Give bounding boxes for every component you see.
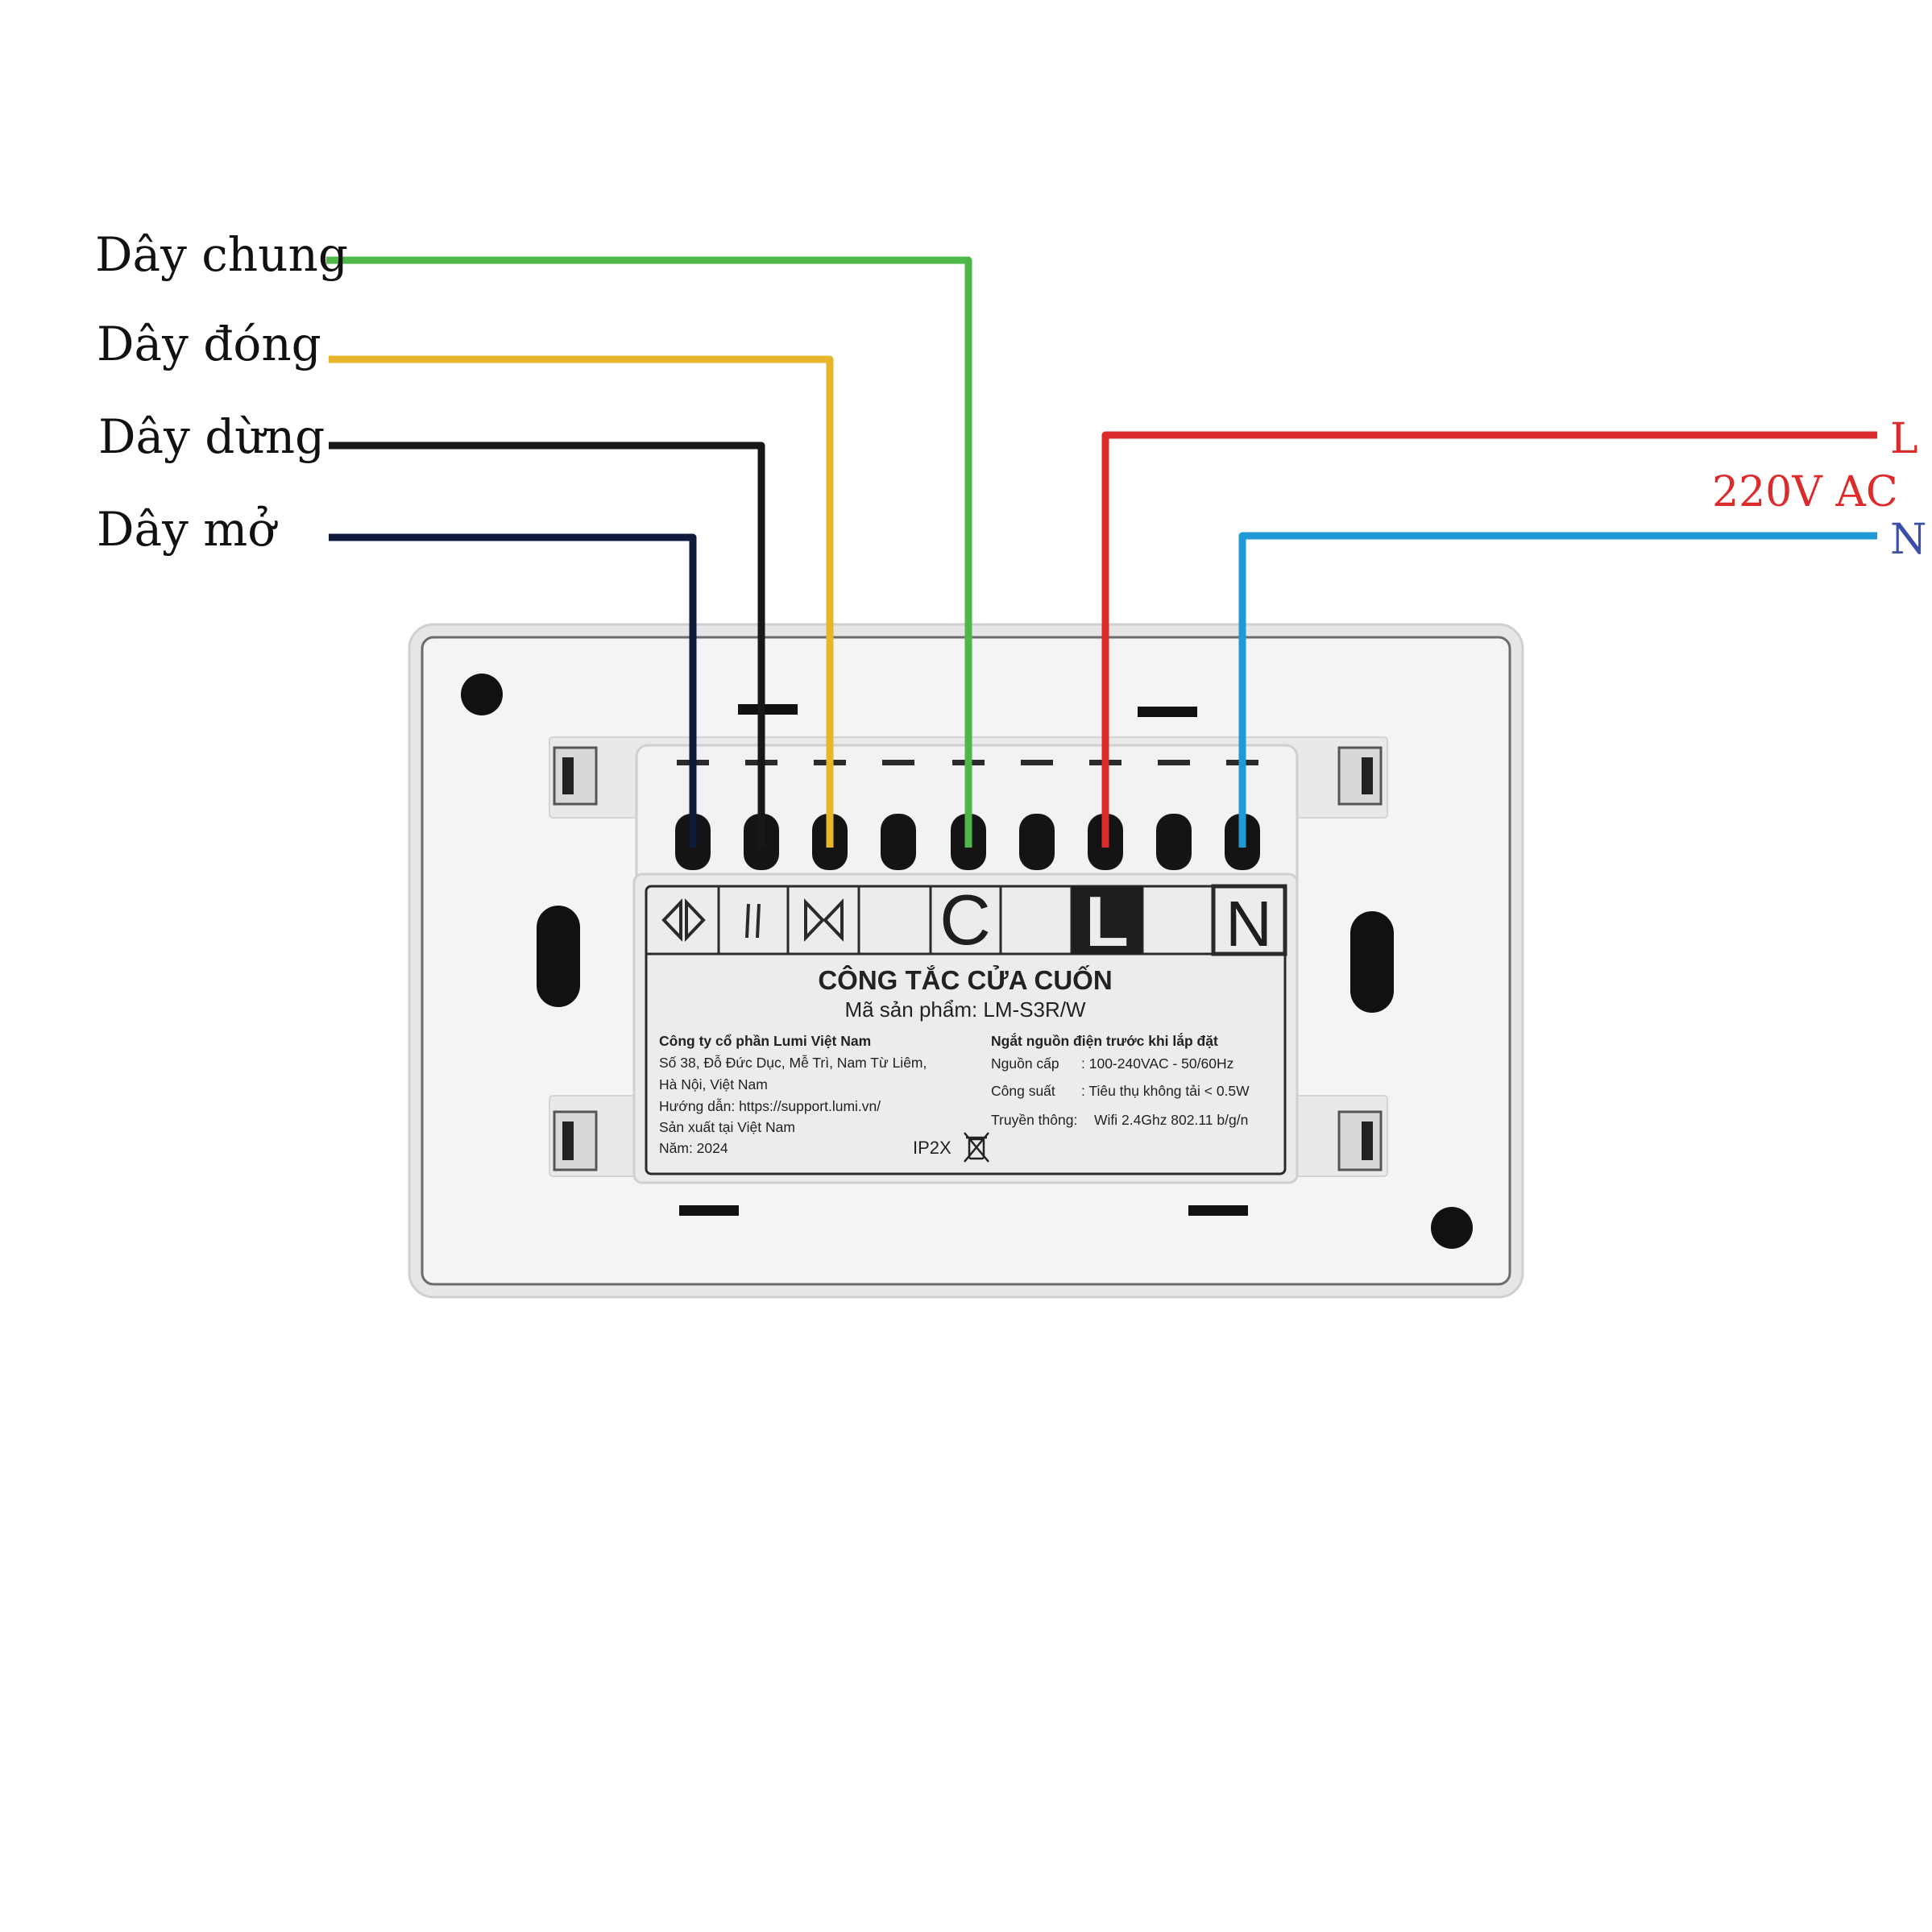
product-label: C L N CÔNG TẮC CỬA CUỐN Mã sản phẩm: LM-… bbox=[632, 873, 1299, 1184]
spec-power-value: : 100-240VAC - 50/60Hz bbox=[1081, 1055, 1233, 1072]
label-neutral-n: N bbox=[1890, 516, 1927, 564]
label-wire-close: Dây đóng bbox=[97, 317, 321, 371]
made-in: Sản xuất tại Việt Nam bbox=[659, 1119, 795, 1135]
wire-common bbox=[326, 256, 972, 848]
label-wire-stop: Dây dừng bbox=[98, 409, 325, 464]
wire-live bbox=[1101, 431, 1877, 848]
terminal-screw-slot bbox=[882, 760, 914, 765]
label-wire-common: Dây chung bbox=[95, 227, 348, 282]
crossed-bin-icon bbox=[964, 1132, 989, 1163]
ip-rating: IP2X bbox=[913, 1138, 951, 1158]
terminal-screw-slot bbox=[1158, 760, 1190, 765]
terminal-hole bbox=[881, 814, 916, 870]
wire-stop bbox=[329, 442, 765, 848]
terminal-marking-row: C L N bbox=[646, 880, 1287, 961]
year: Năm: 2024 bbox=[659, 1140, 728, 1156]
terminal-hole bbox=[1019, 814, 1055, 870]
label-wire-open: Dây mở bbox=[97, 502, 278, 557]
clip-top-left bbox=[553, 746, 598, 806]
wire-open bbox=[329, 533, 697, 848]
wires bbox=[326, 256, 1877, 848]
product-model: Mã sản phẩm: LM-S3R/W bbox=[844, 997, 1086, 1022]
stop-bars-icon bbox=[745, 903, 761, 939]
terminal-hole bbox=[1156, 814, 1192, 870]
spec-comm-value: Wifi 2.4Ghz 802.11 b/g/n bbox=[1094, 1112, 1248, 1128]
mount-slot-right bbox=[1350, 911, 1394, 1013]
clip-bottom-left bbox=[553, 1110, 598, 1171]
clip-top-right bbox=[1337, 746, 1383, 806]
spec-comm-key: Truyền thông: bbox=[991, 1112, 1077, 1128]
terminal-mark-n: N bbox=[1225, 888, 1272, 960]
open-arrows-icon bbox=[661, 898, 706, 942]
label-voltage: 220V AC bbox=[1712, 468, 1898, 516]
spec-consumption-key: Công suất bbox=[991, 1083, 1055, 1099]
screw-hole-top-left bbox=[461, 674, 503, 715]
screw-hole-bottom-right bbox=[1431, 1207, 1473, 1249]
close-arrows-icon bbox=[804, 898, 844, 942]
spec-consumption-value: : Tiêu thụ không tải < 0.5W bbox=[1081, 1083, 1250, 1099]
terminal-mark-c: C bbox=[939, 880, 991, 960]
wire-neutral bbox=[1238, 532, 1877, 848]
wire-close bbox=[329, 355, 834, 848]
power-warning: Ngắt nguồn điện trước khi lắp đặt bbox=[991, 1032, 1218, 1049]
label-live-l: L bbox=[1890, 415, 1918, 463]
address-line-2: Hà Nội, Việt Nam bbox=[659, 1076, 768, 1092]
support-guide: Hướng dẫn: https://support.lumi.vn/ bbox=[659, 1097, 881, 1114]
company-name: Công ty cổ phần Lumi Việt Nam bbox=[659, 1033, 871, 1049]
product-title: CÔNG TẮC CỬA CUỐN bbox=[818, 964, 1112, 995]
terminal-mark-l-box bbox=[1072, 886, 1142, 954]
terminal-screw-slot bbox=[1021, 760, 1053, 765]
address-line-1: Số 38, Đỗ Đức Dục, Mễ Trì, Nam Từ Liêm, bbox=[659, 1054, 927, 1071]
terminal-holes bbox=[675, 814, 1260, 870]
terminal-mark-l: L bbox=[1085, 881, 1129, 961]
mount-slot-left bbox=[537, 906, 580, 1007]
clip-bottom-right bbox=[1337, 1110, 1383, 1171]
spec-power-key: Nguồn cấp bbox=[991, 1055, 1059, 1072]
